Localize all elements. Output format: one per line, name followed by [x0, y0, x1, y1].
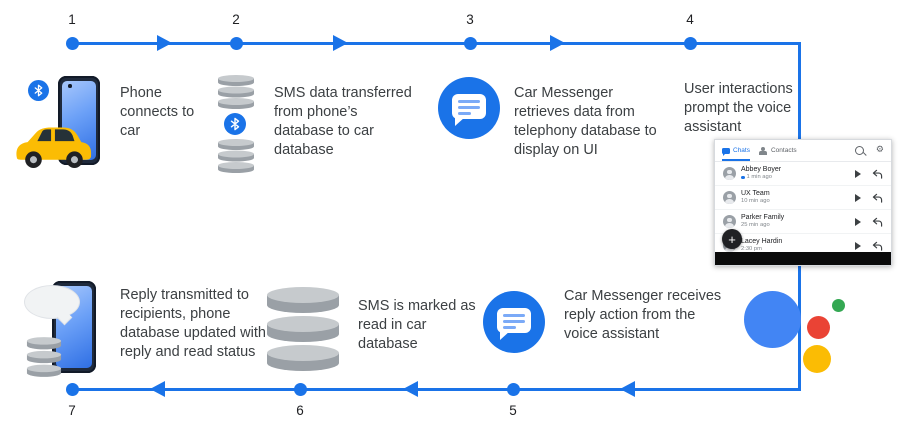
step-number-7: 7	[68, 403, 76, 418]
assistant-blue-circle-icon	[744, 291, 801, 348]
avatar	[723, 215, 736, 228]
message-time-text: 1 min ago	[746, 173, 772, 180]
car-ui-panel: Chats Contacts ⚙ Abbey Boyer 1 min ago	[714, 139, 892, 266]
timeline-dot-7	[66, 383, 79, 396]
database-icon	[26, 337, 62, 377]
assistant-green-dot-icon	[832, 299, 845, 312]
contact-name: Abbey Boyer	[741, 166, 782, 174]
tab-chats-label: Chats	[733, 147, 750, 154]
messenger-icon	[438, 77, 500, 139]
play-icon[interactable]	[855, 193, 861, 202]
messenger-icon	[483, 291, 545, 353]
assistant-red-circle-icon	[807, 316, 830, 339]
unread-dot	[741, 175, 745, 180]
step-label-1: Phone connects to car	[120, 85, 195, 140]
tab-contacts-label: Contacts	[770, 147, 797, 154]
contact-name: Parker Family	[741, 214, 785, 222]
step-number-6: 6	[296, 403, 304, 418]
timeline-dot-1	[66, 37, 79, 50]
phone-camera-dot	[68, 84, 72, 88]
reply-icon[interactable]	[872, 169, 883, 179]
tab-chats[interactable]: Chats	[722, 140, 750, 161]
play-icon[interactable]	[855, 217, 861, 226]
message-time: 25 min ago	[741, 221, 770, 228]
timeline-dot-3	[464, 37, 477, 50]
step-label-5: Car Messenger receives reply action from…	[564, 288, 722, 343]
contact-name: UX Team	[741, 190, 770, 198]
contacts-icon	[759, 146, 768, 155]
timeline-line-top	[72, 42, 801, 45]
step-label-2: SMS data transferred from phone’s databa…	[274, 85, 412, 159]
car-icon	[16, 127, 92, 168]
timeline-dot-4	[684, 37, 697, 50]
step-label-6: SMS is marked as read in car database	[358, 298, 476, 353]
arrow-left-icon	[150, 381, 165, 397]
timeline-dot-5	[507, 383, 520, 396]
speech-bubble-icon	[24, 285, 80, 319]
arrow-right-icon	[333, 35, 348, 51]
panel-bottom-bar	[715, 252, 891, 265]
car-ui-topbar: Chats Contacts ⚙	[715, 140, 891, 162]
step-label-3: Car Messenger retrieves data from teleph…	[514, 85, 657, 159]
message-time: 10 min ago	[741, 197, 770, 204]
step-number-1: 1	[68, 12, 76, 27]
play-icon[interactable]	[855, 241, 861, 250]
arrow-right-icon	[550, 35, 565, 51]
fab-new-message[interactable]: +	[722, 229, 742, 249]
avatar	[723, 191, 736, 204]
settings-icon[interactable]: ⚙	[875, 145, 884, 155]
reply-icon[interactable]	[872, 217, 883, 227]
database-icon	[218, 139, 254, 173]
step-number-4: 4	[686, 12, 694, 27]
arrow-right-icon	[157, 35, 172, 51]
message-time: 1 min ago	[741, 173, 781, 181]
chat-bubble-icon	[722, 147, 730, 156]
bluetooth-icon	[28, 80, 49, 101]
timeline-line-bottom	[72, 388, 801, 391]
database-icon	[267, 287, 339, 371]
step-number-2: 2	[232, 12, 240, 27]
database-icon	[218, 75, 254, 109]
arrow-left-icon	[403, 381, 418, 397]
bluetooth-icon	[224, 113, 246, 135]
avatar	[723, 167, 736, 180]
reply-icon[interactable]	[872, 241, 883, 251]
play-icon[interactable]	[855, 169, 861, 178]
step-label-7: Reply transmitted to recipients, phone d…	[120, 287, 266, 361]
conversation-row[interactable]: UX Team 10 min ago	[715, 186, 891, 210]
step-label-4: User interactions prompt the voice assis…	[684, 81, 793, 136]
tab-contacts[interactable]: Contacts	[759, 140, 797, 161]
conversation-row[interactable]: Parker Family 25 min ago	[715, 210, 891, 234]
timeline-dot-2	[230, 37, 243, 50]
contact-name: Lacey Hardin	[741, 238, 783, 246]
reply-icon[interactable]	[872, 193, 883, 203]
assistant-yellow-circle-icon	[803, 345, 831, 373]
step-number-3: 3	[466, 12, 474, 27]
message-time: 2:30 pm	[741, 245, 762, 252]
arrow-left-icon	[620, 381, 635, 397]
step-number-5: 5	[509, 403, 517, 418]
timeline-dot-6	[294, 383, 307, 396]
search-icon[interactable]	[854, 146, 864, 155]
conversation-row[interactable]: Abbey Boyer 1 min ago	[715, 162, 891, 186]
